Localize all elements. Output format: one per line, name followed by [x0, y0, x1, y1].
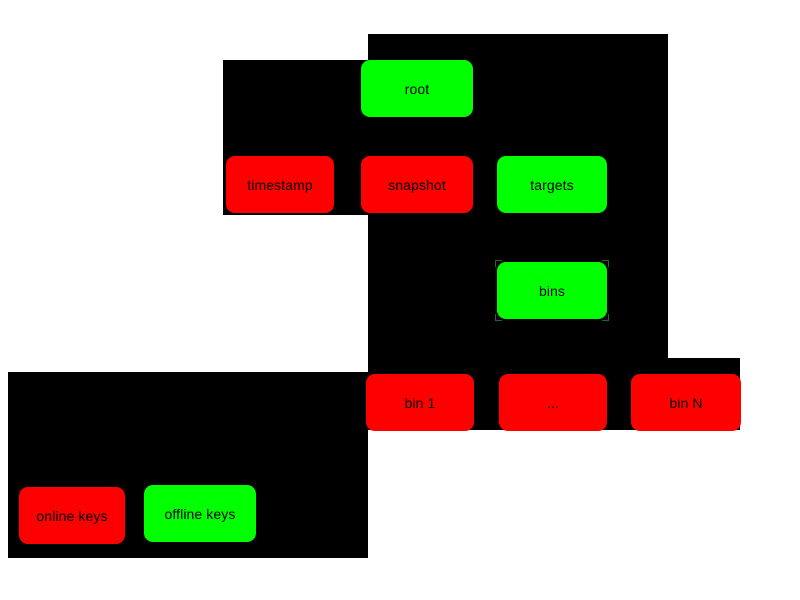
node-bin-n[interactable]: bin N — [631, 374, 741, 431]
node-bins[interactable]: bins — [495, 260, 609, 319]
node-label: bins — [538, 282, 566, 299]
node-label: targets — [530, 176, 574, 193]
node-bin-1[interactable]: bin 1 — [366, 374, 474, 431]
node-snapshot[interactable]: snapshot — [361, 156, 473, 213]
node-label: online keys — [36, 507, 108, 524]
node-label: offline keys — [164, 505, 236, 522]
node-label: snapshot — [388, 176, 446, 193]
node-label: root — [404, 80, 430, 97]
node-online-keys[interactable]: online keys — [19, 487, 125, 544]
node-label: bin N — [669, 394, 703, 411]
node-targets[interactable]: targets — [497, 156, 607, 213]
node-label: ... — [547, 394, 559, 411]
node-offline-keys[interactable]: offline keys — [144, 485, 256, 542]
node-label: timestamp — [247, 176, 313, 193]
node-label: bin 1 — [404, 394, 436, 411]
node-root[interactable]: root — [361, 60, 473, 117]
node-timestamp[interactable]: timestamp — [226, 156, 334, 213]
node-bin-ellipsis[interactable]: ... — [499, 374, 607, 431]
